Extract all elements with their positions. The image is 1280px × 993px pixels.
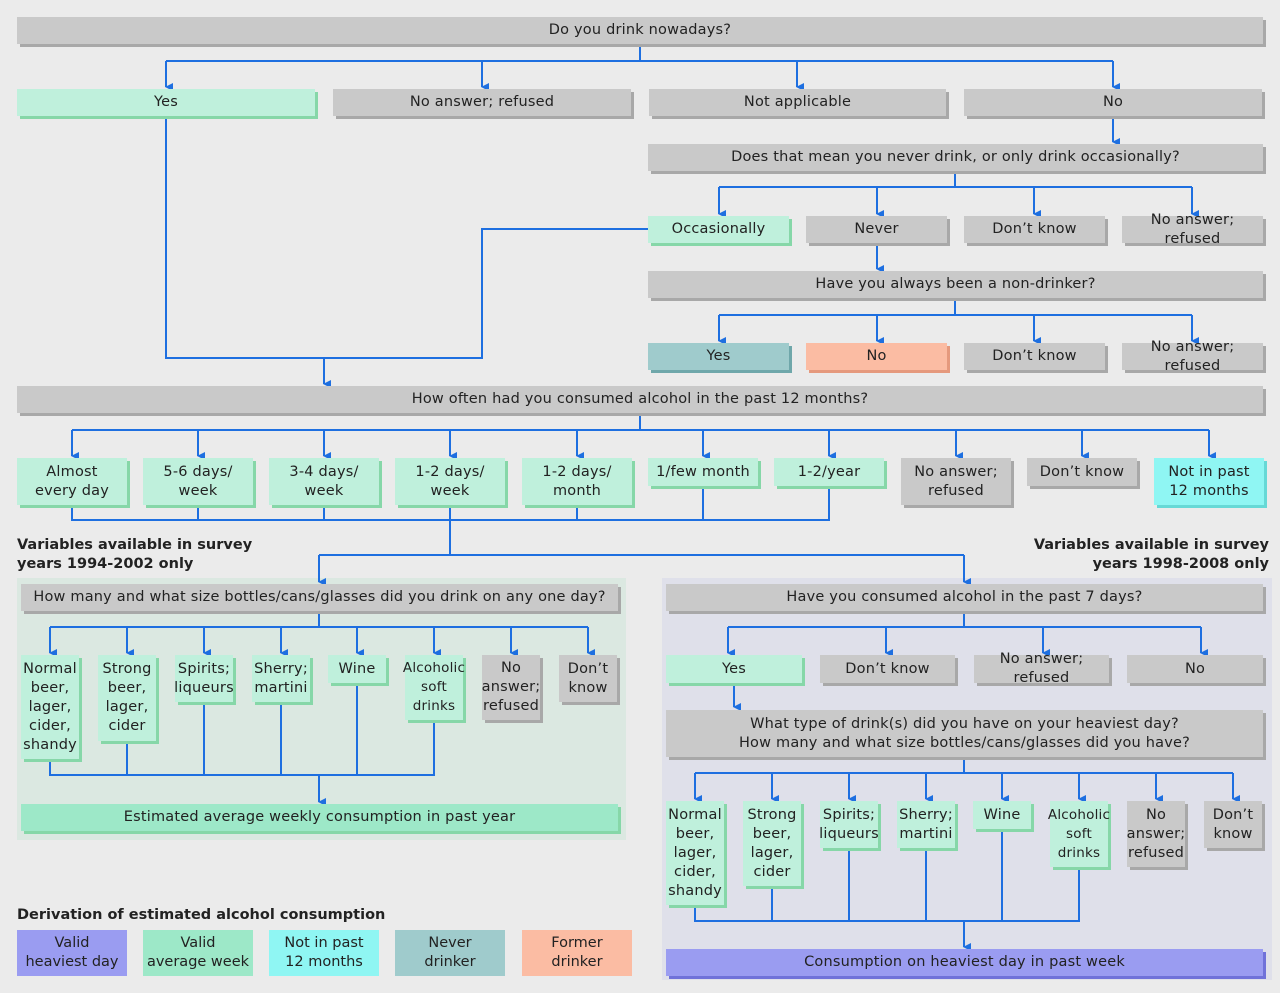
drink-strong-beer-left: Strong beer, lager, cider	[98, 655, 156, 741]
answer-always-dont-know: Don’t know	[964, 343, 1105, 370]
drink-dont-know-left: Don’t know	[559, 655, 617, 702]
question-bottles-any-one-day: How many and what size bottles/cans/glas…	[21, 584, 618, 611]
answer-never: Never	[806, 216, 947, 243]
drink-sherry-right: Sherry; martini	[897, 801, 955, 848]
drink-alcoholic-soft-left: Alcoholic soft drinks	[403, 655, 465, 720]
drink-spirits-right: Spirits; liqueurs	[819, 801, 879, 848]
legend-title: Derivation of estimated alcohol consumpt…	[17, 907, 386, 923]
drink-no-answer-left: No answer; refused	[482, 655, 540, 720]
drink-wine-right: Wine	[973, 801, 1031, 829]
freq-no-answer-refused: No answer; refused	[901, 458, 1011, 505]
freq-not-in-past-12-months: Not in past 12 months	[1154, 458, 1264, 505]
freq-1-2-days-week: 1-2 days/ week	[395, 458, 505, 505]
answer-7days-no-answer: No answer; refused	[974, 651, 1109, 686]
answer-7days-dont-know: Don’t know	[820, 655, 955, 683]
answer-7days-no: No	[1127, 655, 1263, 683]
drink-sherry-left: Sherry; martini	[252, 655, 310, 702]
freq-3-4-days-week: 3-4 days/ week	[269, 458, 379, 505]
drink-wine-left: Wine	[328, 655, 386, 683]
answer-always-yes: Yes	[648, 343, 789, 370]
question-drink-nowadays: Do you drink nowadays?	[17, 17, 1263, 44]
legend-former-drinker: Former drinker	[522, 930, 632, 976]
answer-always-no: No	[806, 343, 947, 370]
drink-no-answer-right: No answer; refused	[1127, 801, 1185, 867]
freq-almost-every-day: Almost every day	[17, 458, 127, 505]
drink-normal-beer-left: Normal beer, lager, cider, shandy	[21, 655, 79, 759]
answer-no-answer-refused-2: No answer; refused	[1122, 212, 1263, 247]
question-how-often-12-months: How often had you consumed alcohol in th…	[17, 386, 1263, 413]
answer-no-answer-refused: No answer; refused	[333, 89, 631, 116]
question-never-or-occasionally: Does that mean you never drink, or only …	[648, 144, 1263, 171]
answer-always-no-answer: No answer; refused	[1122, 339, 1263, 374]
question-heaviest-day: What type of drink(s) did you have on yo…	[666, 710, 1263, 757]
answer-7days-yes: Yes	[666, 655, 802, 683]
freq-1-few-month: 1/few month	[648, 458, 758, 486]
drink-dont-know-right: Don’t know	[1204, 801, 1262, 848]
legend-never-drinker: Never drinker	[395, 930, 505, 976]
freq-dont-know: Don’t know	[1027, 458, 1137, 486]
note-survey-1994-2002: Variables available in survey years 1994…	[17, 537, 253, 572]
result-heaviest-day: Consumption on heaviest day in past week	[666, 949, 1263, 976]
panel-1998-2008	[662, 578, 1272, 980]
question-past-7-days: Have you consumed alcohol in the past 7 …	[666, 584, 1263, 611]
freq-5-6-days-week: 5-6 days/ week	[143, 458, 253, 505]
answer-dont-know: Don’t know	[964, 216, 1105, 243]
freq-1-2-days-month: 1-2 days/ month	[522, 458, 632, 505]
result-average-weekly: Estimated average weekly consumption in …	[21, 804, 618, 831]
answer-no: No	[964, 89, 1262, 116]
freq-1-2-year: 1-2/year	[774, 458, 884, 486]
note-survey-1998-2008: Variables available in survey years 1998…	[1033, 537, 1269, 572]
question-always-non-drinker: Have you always been a non-drinker?	[648, 271, 1263, 298]
answer-yes: Yes	[17, 89, 315, 116]
legend-valid-heaviest-day: Valid heaviest day	[17, 930, 127, 976]
drink-spirits-left: Spirits; liqueurs	[174, 655, 234, 702]
answer-occasionally: Occasionally	[648, 216, 789, 243]
legend-valid-average-week: Valid average week	[143, 930, 253, 976]
legend-not-in-past-12-months: Not in past 12 months	[269, 930, 379, 976]
drink-strong-beer-right: Strong beer, lager, cider	[743, 801, 801, 886]
answer-not-applicable: Not applicable	[649, 89, 946, 116]
drink-alcoholic-soft-right: Alcoholic soft drinks	[1048, 801, 1110, 867]
drink-normal-beer-right: Normal beer, lager, cider, shandy	[666, 801, 724, 905]
